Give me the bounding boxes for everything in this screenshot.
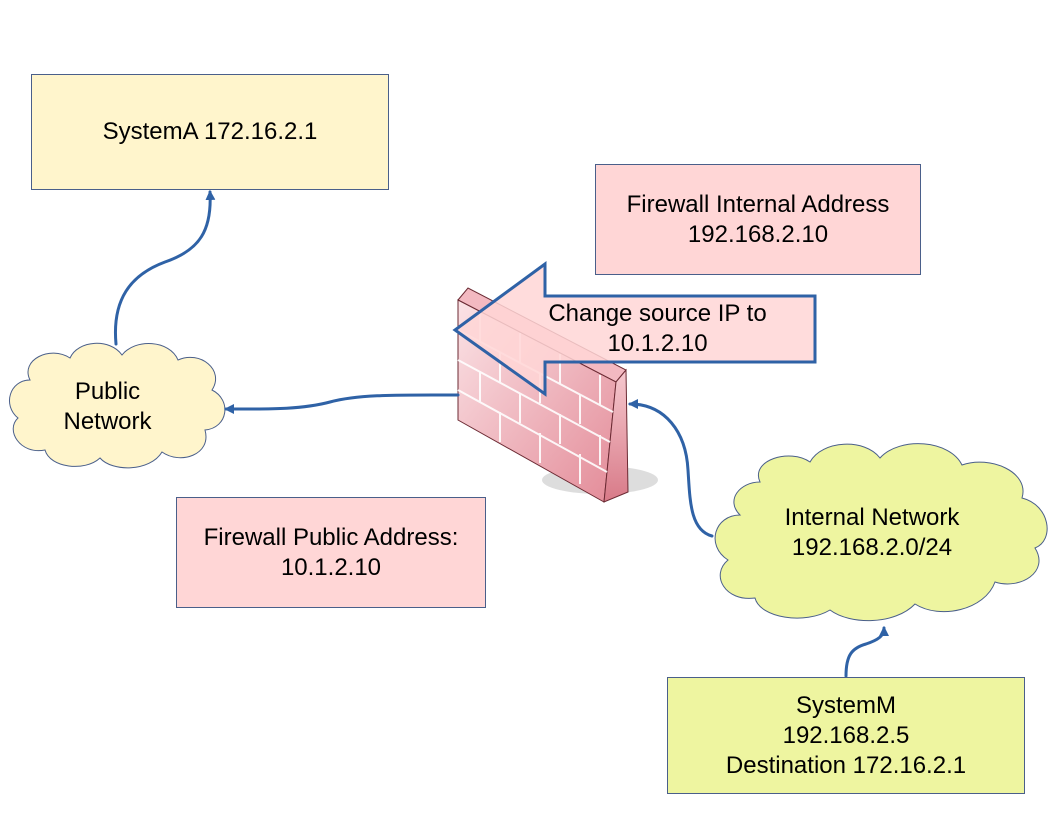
firewall-internal-ip: 192.168.2.10 bbox=[687, 220, 829, 248]
connector-internal-to-firewall bbox=[628, 399, 714, 538]
connector-public-to-systemA bbox=[113, 190, 216, 346]
internal-network-line2: 192.168.2.0/24 bbox=[791, 534, 953, 561]
public-network-line1: Public bbox=[74, 378, 141, 405]
internal-network-label: Internal Network 192.168.2.0/24 bbox=[752, 503, 992, 563]
internal-network-cloud bbox=[714, 443, 1048, 621]
public-network-line2: Network bbox=[63, 408, 152, 435]
connector-systemM-to-internal bbox=[844, 626, 889, 678]
firewall-public-address-box: Firewall Public Address: 10.1.2.10 bbox=[176, 497, 486, 608]
internal-network-line1: Internal Network bbox=[784, 504, 960, 531]
public-network-cloud bbox=[9, 342, 226, 469]
systemA-box: SystemA 172.16.2.1 bbox=[31, 74, 389, 190]
change-source-ip-line2: 10.1.2.10 bbox=[607, 330, 708, 357]
firewall-internal-title: Firewall Internal Address bbox=[626, 190, 890, 218]
public-network-label: Public Network bbox=[40, 377, 175, 437]
firewall-public-title: Firewall Public Address: bbox=[203, 523, 459, 551]
firewall-internal-address-box: Firewall Internal Address 192.168.2.10 bbox=[595, 164, 921, 275]
systemM-destination: Destination 172.16.2.1 bbox=[725, 751, 967, 779]
connector-firewall-to-public bbox=[224, 393, 460, 415]
systemM-ip: 192.168.2.5 bbox=[782, 721, 910, 749]
systemA-label: SystemA 172.16.2.1 bbox=[102, 118, 318, 145]
systemM-box: SystemM 192.168.2.5 Destination 172.16.2… bbox=[667, 677, 1025, 794]
change-source-ip-arrow bbox=[452, 261, 817, 397]
change-source-ip-line1: Change source IP to bbox=[548, 300, 767, 327]
firewall-public-ip: 10.1.2.10 bbox=[280, 553, 382, 581]
systemM-name: SystemM bbox=[795, 691, 896, 719]
change-source-ip-label: Change source IP to 10.1.2.10 bbox=[520, 299, 795, 359]
